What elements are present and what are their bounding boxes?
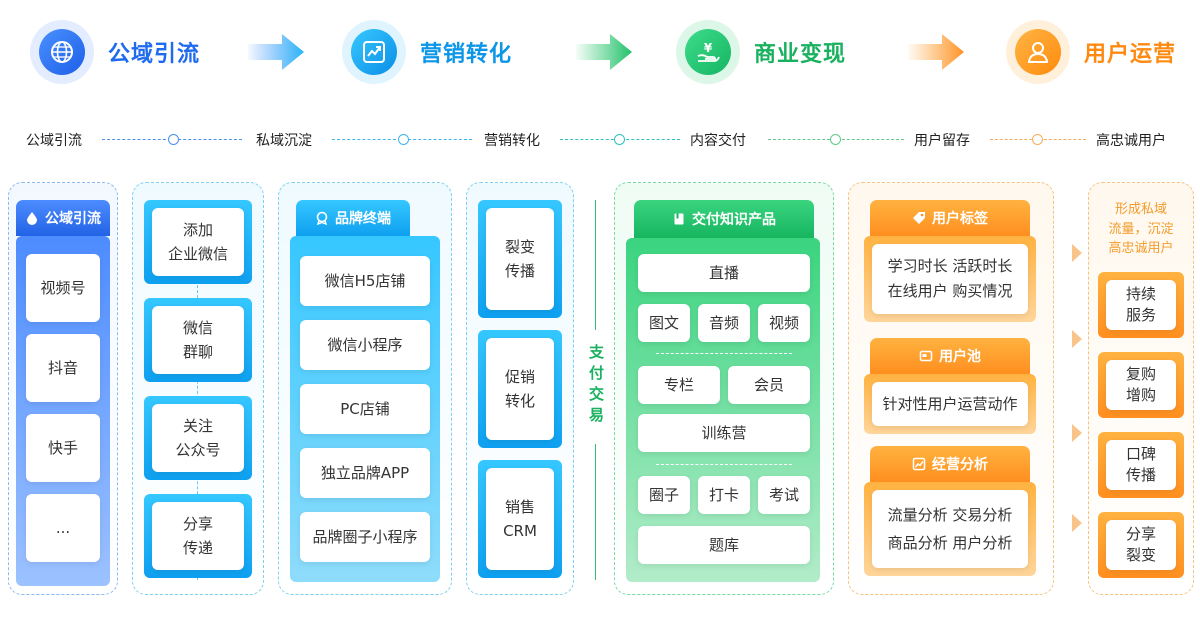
loyal-card: 口碑 传播 (1106, 440, 1176, 490)
tag-header: 用户标签 (870, 200, 1030, 236)
column-header-label: 交付知识产品 (692, 212, 776, 228)
arrow-right-icon (248, 34, 304, 70)
separator-line (656, 464, 792, 465)
column-header-label: 品牌终端 (335, 211, 391, 227)
terminal-card: 微信小程序 (300, 320, 430, 370)
analytics-icon (912, 457, 926, 471)
terminal-card: 微信H5店铺 (300, 256, 430, 306)
column-body (626, 238, 820, 582)
product-card: 视频 (758, 304, 810, 342)
terminal-card: 独立品牌APP (300, 448, 430, 498)
analysis-line: 商品分析 用户分析 (887, 534, 1013, 552)
divider-line (595, 200, 596, 330)
column-header-label: 公域引流 (45, 211, 101, 227)
flow-label: 私域沉淀 (256, 133, 312, 149)
pool-card: 针对性用户运营动作 (872, 382, 1028, 426)
analysis-card: 流量分析 交易分析 商品分析 用户分析 (872, 490, 1028, 568)
channel-card: ... (26, 494, 100, 562)
separator-line (656, 353, 792, 354)
column-header: 交付知识产品 (634, 200, 814, 238)
flow-node (168, 134, 179, 145)
stage-marketing: 营销转化 (342, 16, 512, 88)
svg-text:¥: ¥ (704, 41, 713, 55)
product-card: 题库 (638, 526, 810, 564)
arrow-right-icon (908, 34, 964, 70)
channel-card: 抖音 (26, 334, 100, 402)
badge-icon (316, 211, 328, 225)
stage-icon-wrap (1006, 20, 1070, 84)
channel-card: 快手 (26, 414, 100, 482)
product-card: 直播 (638, 254, 810, 292)
terminal-card: PC店铺 (300, 384, 430, 434)
stage-traffic: 公域引流 (30, 16, 200, 88)
payment-label: 支付交易 (587, 344, 605, 428)
flow-label: 公域引流 (26, 133, 82, 149)
product-card: 训练营 (638, 414, 810, 452)
loyal-card: 分享 裂变 (1106, 520, 1176, 570)
chart-icon (351, 29, 397, 75)
stage-icon-wrap (342, 20, 406, 84)
product-card: 考试 (758, 476, 810, 514)
user-icon (1015, 29, 1061, 75)
stage-user-ops: 用户运营 (1006, 16, 1176, 88)
private-card: 分享 传递 (152, 502, 244, 570)
channel-card: 视频号 (26, 254, 100, 322)
marketing-card: 销售 CRM (486, 468, 554, 570)
analysis-line: 流量分析 交易分析 (887, 505, 1013, 524)
stage-monetize: ¥ 商业变现 (676, 16, 846, 88)
product-card: 专栏 (638, 366, 720, 404)
marketing-card: 促销 转化 (486, 338, 554, 440)
triangle-arrow-icon (1072, 244, 1082, 262)
pool-header: 用户池 (870, 338, 1030, 374)
marketing-card: 裂变 传播 (486, 208, 554, 310)
stage-title: 商业变现 (754, 42, 847, 67)
tag-header-label: 用户标签 (932, 211, 988, 227)
flow-node (398, 134, 409, 145)
triangle-arrow-icon (1072, 424, 1082, 442)
flow-node (1032, 134, 1043, 145)
money-hand-icon: ¥ (685, 29, 731, 75)
analysis-header: 经营分析 (870, 446, 1030, 482)
product-card: 会员 (728, 366, 810, 404)
loyal-card: 持续 服务 (1106, 280, 1176, 330)
tag-icon (913, 212, 925, 224)
stage-title: 营销转化 (420, 42, 513, 67)
flow-node (614, 134, 625, 145)
flow-label: 用户留存 (914, 133, 970, 149)
loyal-card: 复购 增购 (1106, 360, 1176, 410)
pool-header-label: 用户池 (939, 349, 981, 365)
private-card: 添加 企业微信 (152, 208, 244, 276)
flow-label: 内容交付 (690, 133, 746, 149)
globe-icon (39, 29, 85, 75)
tag-line: 学习时长 活跃时长 (887, 256, 1013, 275)
terminal-card: 品牌圈子小程序 (300, 512, 430, 562)
stage-title: 用户运营 (1084, 42, 1177, 67)
product-card: 打卡 (698, 476, 750, 514)
analysis-header-label: 经营分析 (932, 457, 988, 473)
pool-icon (919, 350, 933, 362)
drop-icon (27, 212, 37, 225)
tag-card: 学习时长 活跃时长 在线用户 购买情况 (872, 244, 1028, 314)
book-icon (674, 213, 684, 225)
flow-label: 高忠诚用户 (1096, 133, 1166, 149)
flow-label: 营销转化 (484, 133, 540, 149)
product-card: 音频 (698, 304, 750, 342)
stage-title: 公域引流 (108, 42, 201, 67)
product-card: 圈子 (638, 476, 690, 514)
divider-line (595, 444, 596, 580)
private-card: 关注 公众号 (152, 404, 244, 472)
triangle-arrow-icon (1072, 330, 1082, 348)
triangle-arrow-icon (1072, 514, 1082, 532)
product-card: 图文 (638, 304, 690, 342)
arrow-right-icon (576, 34, 632, 70)
stage-icon-wrap: ¥ (676, 20, 740, 84)
loyal-note: 形成私域 流量，沉淀 高忠诚用户 (1108, 202, 1174, 256)
private-card: 微信 群聊 (152, 306, 244, 374)
column-header: 公域引流 (16, 200, 110, 236)
flow-node (830, 134, 841, 145)
stage-icon-wrap (30, 20, 94, 84)
column-header: 品牌终端 (296, 200, 410, 236)
tag-line: 在线用户 购买情况 (887, 282, 1013, 300)
